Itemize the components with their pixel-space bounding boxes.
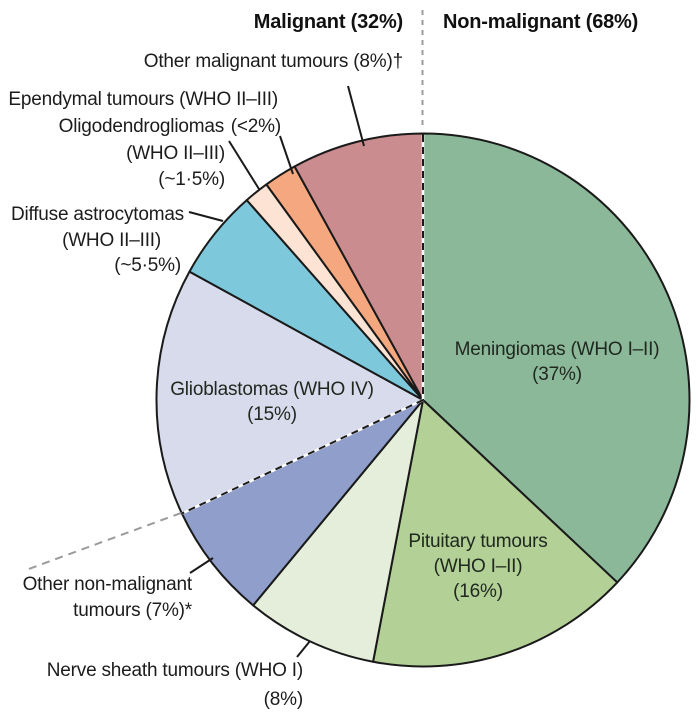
label-meningiomas: Meningiomas (WHO I–II) (37%) — [455, 337, 660, 387]
label-other-malignant: Other malignant tumours (8%)† — [143, 51, 403, 72]
header-non-malignant: Non-malignant (68%) — [443, 11, 639, 33]
label-diffuse-astrocytomas-line3: (~5·5%) — [114, 255, 181, 276]
label-nerve-sheath-line2: (8%) — [263, 689, 304, 710]
pie-slices — [155, 132, 691, 668]
leader-lines — [188, 85, 365, 658]
label-glioblastomas: Glioblastomas (WHO IV) (15%) — [170, 377, 374, 427]
label-meningiomas-line2: (37%) — [532, 364, 582, 385]
label-diffuse-astrocytomas-line1: Diffuse astrocytomas — [10, 204, 184, 225]
leader-diffuse-astrocytomas — [188, 211, 224, 222]
label-oligodendrogliomas-line3: (~1·5%) — [158, 169, 225, 190]
label-pituitary-line1: Pituitary tumours — [408, 531, 548, 552]
label-pituitary-line3: (16%) — [453, 581, 503, 602]
label-pituitary: Pituitary tumours (WHO I–II) (16%) — [408, 529, 547, 604]
label-other-non-malignant-line1: Other non-malignant — [22, 574, 193, 595]
leader-ependymal — [279, 135, 294, 175]
slice-other-non-malignant — [180, 399, 424, 607]
group-divider-lines — [25, 10, 425, 571]
label-diffuse-astrocytomas-line2: (WHO II–III) — [62, 230, 161, 251]
label-oligodendrogliomas-line1: Oligodendrogliomas — [58, 116, 225, 137]
label-glioblastomas-line2: (15%) — [247, 404, 297, 425]
slice-glioblastomas — [155, 270, 424, 515]
leader-other-non-malignant — [189, 557, 214, 574]
label-oligodendrogliomas-line2: (WHO II–III) — [126, 143, 225, 164]
header-malignant: Malignant (32%) — [253, 11, 403, 33]
leader-oligodendrogliomas — [228, 140, 260, 190]
label-meningiomas-line1: Meningiomas (WHO I–II) — [454, 339, 660, 360]
label-ependymal-pct: (<2%) — [230, 116, 281, 137]
slice-other-malignant — [293, 132, 424, 401]
label-other-non-malignant-line2: tumours (7%)* — [73, 600, 192, 621]
divider-extension-lower-left — [25, 512, 182, 571]
leader-nerve-sheath — [296, 640, 311, 658]
leader-other-malignant — [347, 85, 365, 147]
slice-meningiomas — [422, 132, 691, 584]
label-pituitary-line2: (WHO I–II) — [433, 556, 523, 577]
label-nerve-sheath-line1: Nerve sheath tumours (WHO I) — [46, 660, 303, 681]
label-ependymal: Ependymal tumours (WHO II–III) — [8, 89, 278, 110]
slice-pituitary-tumours — [372, 399, 619, 668]
divider-lower-dashed-line — [181, 399, 424, 515]
label-glioblastomas-line1: Glioblastomas (WHO IV) — [170, 379, 374, 400]
